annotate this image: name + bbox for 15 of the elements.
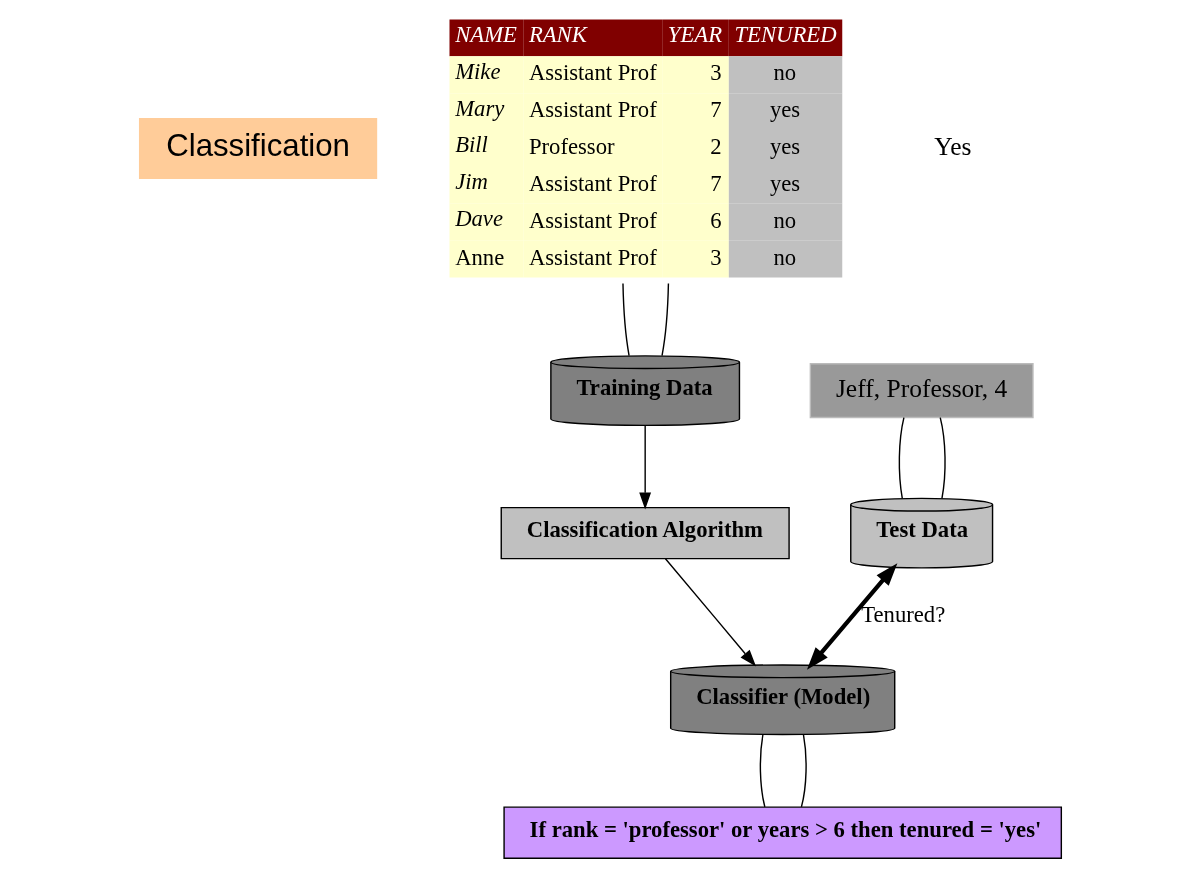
- connector: [898, 416, 905, 500]
- node-box: Classification Algorithm: [500, 506, 790, 560]
- connector: [661, 282, 670, 357]
- node-box: Jeff, Professor, 4: [809, 363, 1034, 419]
- label: Yes: [934, 131, 972, 161]
- edge-label: Tenured?: [861, 601, 946, 627]
- arrow: [664, 558, 757, 667]
- node-box: If rank = 'professor' or years > 6 then tenured = 'yes': [503, 806, 1063, 859]
- arrow: [806, 563, 898, 670]
- arrow: [639, 424, 652, 510]
- connector: [800, 733, 807, 808]
- connector: [939, 416, 946, 500]
- connector: [759, 733, 766, 808]
- connector: [622, 282, 630, 357]
- node-box: Classification: [138, 118, 378, 179]
